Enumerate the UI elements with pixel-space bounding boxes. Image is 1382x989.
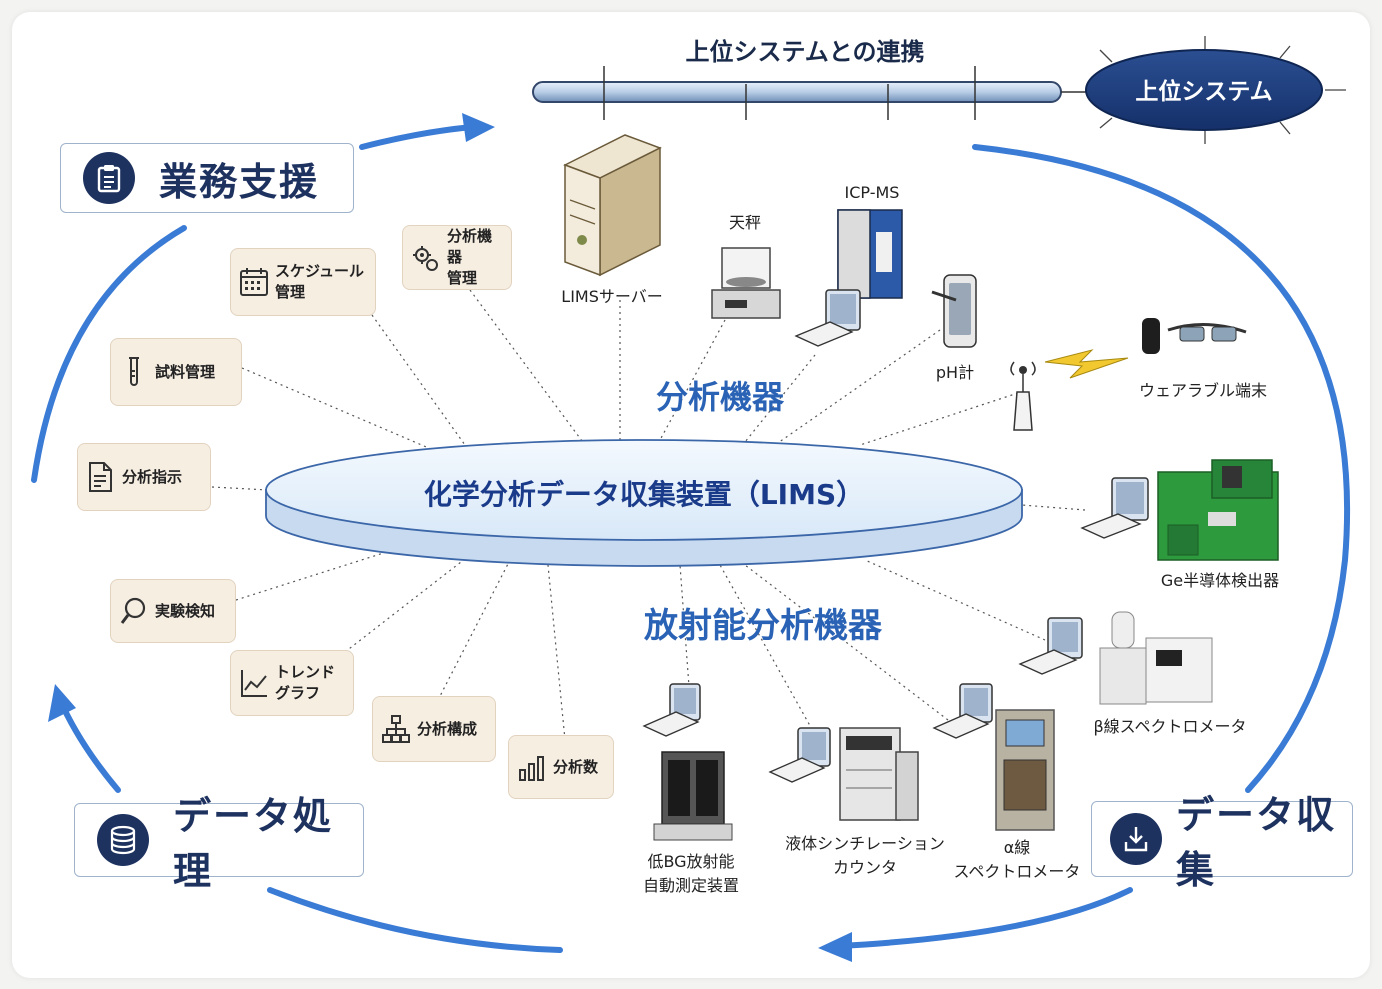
database-icon: [97, 814, 149, 866]
lsc-device: [839, 727, 919, 821]
pc-icpms: [794, 289, 861, 347]
arrowhead-left: [48, 684, 76, 722]
pc-alpha: [932, 683, 993, 739]
lightning-icon: [1044, 349, 1129, 379]
tile-schedule-label: スケジュール 管理: [275, 262, 364, 301]
beta-spectrometer-device: [1099, 611, 1213, 705]
lowbg-device: [653, 751, 733, 841]
tile-schedule: スケジュール 管理: [230, 248, 376, 316]
label-lsc: 液体シンチレーション カウンタ: [785, 834, 945, 877]
category-business-support: 業務支援: [60, 143, 354, 213]
arrow-top: [359, 124, 475, 150]
arrow-left-bottom: [57, 697, 121, 793]
tile-composition-label: 分析構成: [417, 719, 478, 738]
tile-count-label: 分析数: [553, 757, 599, 776]
tile-instrument-management: 分析機器 管理: [402, 225, 512, 290]
pc-ge: [1080, 477, 1149, 539]
arrow-left-top: [31, 225, 187, 483]
label-server: LIMSサーバー: [561, 287, 662, 306]
category-collection-label: データ収集: [1176, 793, 1337, 892]
bar-chart-icon: [519, 756, 544, 781]
download-icon: [1110, 813, 1162, 865]
icpms-device: [837, 209, 903, 299]
line-chart-icon: [241, 670, 267, 697]
category-data-collection: データ収集: [1091, 793, 1353, 892]
label-beta: β線スペクトロメータ: [1093, 717, 1246, 736]
tile-detect-label: 実験検知: [155, 601, 216, 620]
arrowhead-bottom: [818, 932, 852, 962]
arrow-bottom-right: [837, 887, 1133, 949]
gears-icon: [413, 245, 438, 271]
test-tube-icon: [129, 357, 139, 386]
lims-disc: 化学分析データ収集装置（LIMS）: [265, 439, 1023, 567]
document-icon: [89, 462, 112, 492]
cycle-arrows: [31, 124, 1351, 953]
arrow-right: [972, 144, 1351, 793]
lims-server-device: [563, 134, 662, 277]
upper-system-label: 上位システム: [1135, 78, 1272, 105]
tile-instrument-label: 分析機器 管理: [447, 227, 493, 287]
ge-detector-device: [1157, 459, 1279, 561]
tile-sample-label: 試料管理: [155, 362, 216, 381]
label-ph: pH計: [936, 363, 974, 382]
label-icpms: ICP-MS: [845, 183, 900, 202]
calendar-icon: [240, 268, 268, 296]
tile-experiment-detection: 実験検知: [110, 579, 236, 643]
tile-analysis-count: 分析数: [508, 735, 614, 799]
tile-instruction-label: 分析指示: [122, 467, 183, 486]
category-data-processing: データ処理: [74, 794, 364, 893]
label-balance: 天秤: [729, 213, 761, 232]
bus-title: 上位システムとの連携: [685, 38, 924, 66]
tile-trend-graph: トレンド グラフ: [230, 650, 354, 716]
label-wearable: ウェアラブル端末: [1139, 381, 1267, 400]
lims-label: 化学分析データ収集装置（LIMS）: [424, 478, 864, 511]
hierarchy-icon: [382, 715, 410, 743]
section-analytical: 分析機器: [656, 378, 785, 416]
section-radioactivity: 放射能分析機器: [644, 606, 883, 646]
upper-system-node: 上位システム: [1085, 36, 1346, 144]
pc-lowbg: [642, 683, 701, 737]
arrow-bottom-left: [267, 887, 563, 953]
category-business-label: 業務支援: [159, 159, 320, 204]
pc-lsc: [768, 727, 831, 783]
clipboard-icon: [83, 152, 135, 204]
tile-analysis-composition: 分析構成: [372, 696, 496, 762]
wearable-device: [1142, 318, 1247, 354]
search-icon: [120, 597, 146, 624]
label-ge: Ge半導体検出器: [1161, 571, 1279, 590]
ph-meter-device: [931, 274, 977, 348]
connector-lines: [211, 289, 1086, 741]
label-alpha: α線 スペクトロメータ: [953, 838, 1081, 881]
tile-trend-label: トレンド グラフ: [275, 663, 336, 702]
category-processing-label: データ処理: [173, 794, 334, 893]
label-lowbg: 低BG放射能 自動測定装置: [642, 852, 739, 895]
alpha-spectrometer-device: [995, 709, 1055, 831]
pc-beta: [1018, 617, 1083, 675]
tile-sample-management: 試料管理: [110, 338, 242, 406]
tile-analysis-instruction: 分析指示: [77, 443, 211, 511]
antenna-device: [1010, 361, 1036, 431]
arrowhead-top: [462, 113, 495, 142]
upper-bus: [532, 66, 1090, 120]
balance-device: [711, 247, 781, 319]
